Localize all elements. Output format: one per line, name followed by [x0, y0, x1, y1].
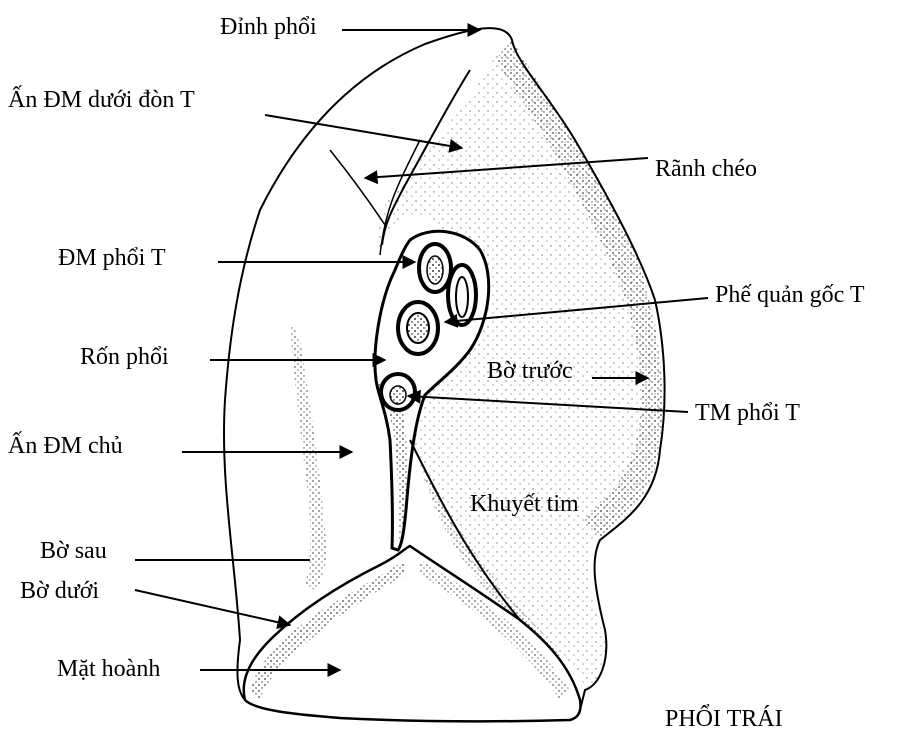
label-phe-quan-goc: Phế quản gốc T — [715, 281, 865, 309]
label-dm-phoi: ĐM phổi T — [58, 244, 166, 272]
label-bo-duoi: Bờ dưới — [20, 577, 99, 605]
label-tm-phoi: TM phổi T — [695, 399, 800, 427]
label-an-dm-duoi-don: Ấn ĐM dưới đòn T — [8, 86, 195, 114]
label-an-dm-chu: Ấn ĐM chủ — [8, 432, 123, 460]
label-ron-phoi: Rốn phổi — [80, 343, 169, 371]
figure-caption: PHỔI TRÁI — [665, 705, 783, 733]
label-khuyet-tim: Khuyết tim — [470, 490, 579, 518]
label-mat-hoanh: Mặt hoành — [57, 655, 160, 683]
label-bo-sau: Bờ sau — [40, 537, 107, 565]
label-ranh-cheo: Rãnh chéo — [655, 155, 757, 183]
label-bo-truoc: Bờ trước — [487, 357, 573, 385]
label-dinh-phoi: Đỉnh phổi — [220, 13, 317, 41]
